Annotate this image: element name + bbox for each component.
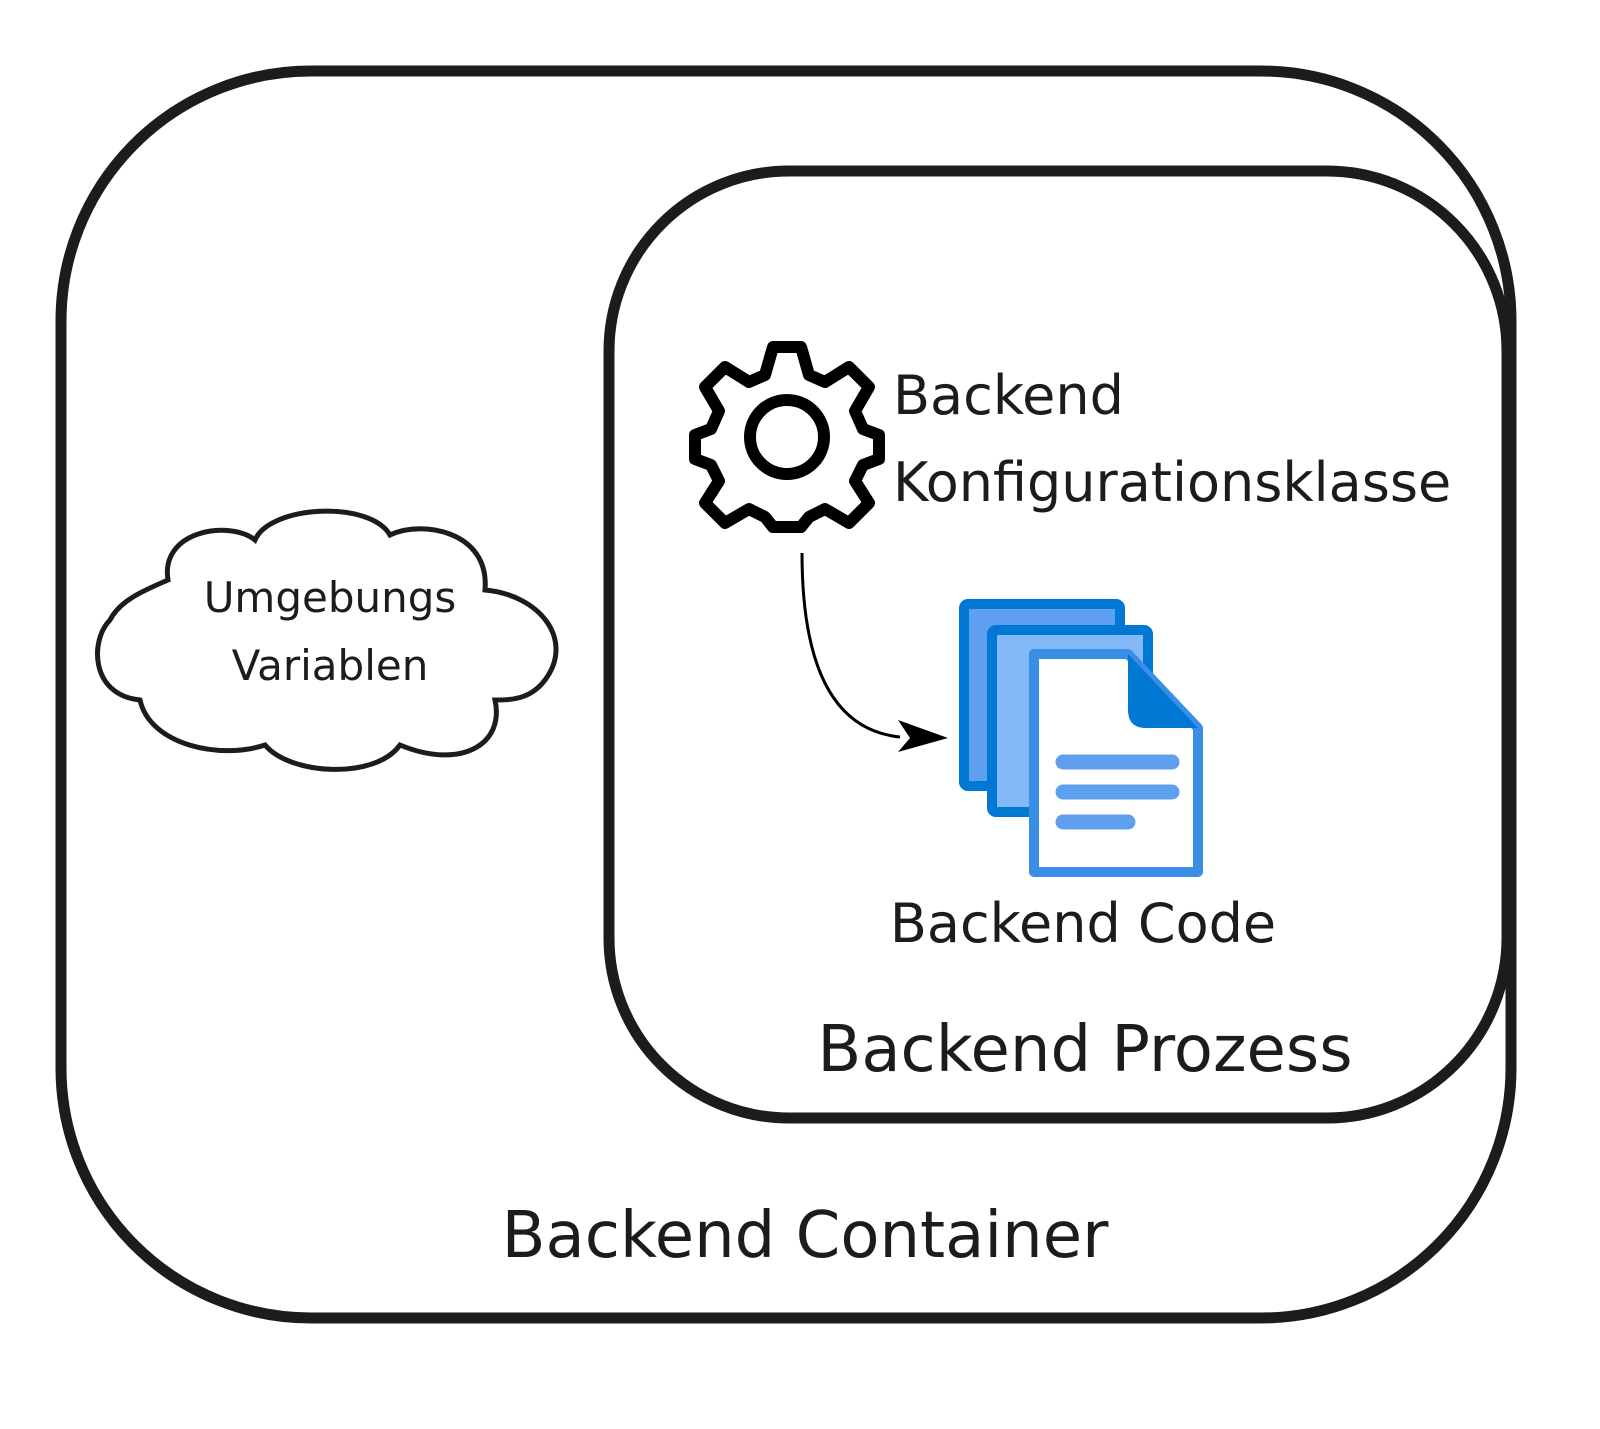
gear-icon	[689, 341, 885, 533]
code-label: Backend Code	[890, 892, 1276, 955]
documents-icon	[959, 599, 1203, 877]
env-vars-label-line2: Variablen	[232, 641, 429, 690]
container-label: Backend Container	[502, 1199, 1109, 1273]
config-to-code-arrow	[800, 552, 948, 752]
process-label: Backend Prozess	[817, 1013, 1352, 1087]
cloud-icon	[95, 508, 559, 772]
config-class-label-line1: Backend	[893, 364, 1124, 427]
config-class-label-line2: Konfigurationsklasse	[893, 451, 1451, 514]
env-vars-cloud: Umgebungs Variablen	[95, 508, 559, 772]
env-vars-label-line1: Umgebungs	[204, 573, 457, 622]
arrowhead-icon	[898, 720, 948, 752]
